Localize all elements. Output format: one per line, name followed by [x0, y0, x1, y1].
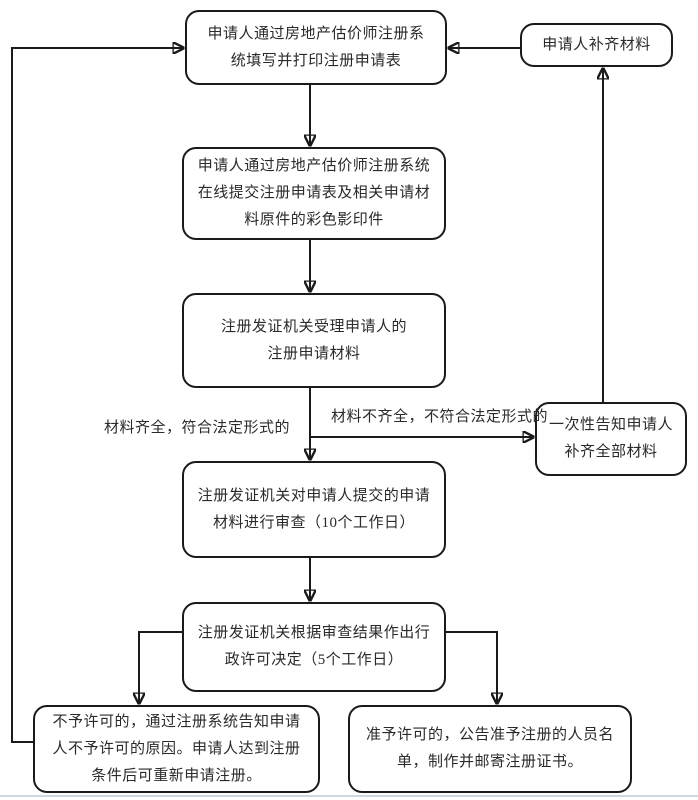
node-licensing-decision: 注册发证机关根据审查结果作出行 政许可决定（5个工作日）	[182, 602, 446, 692]
label-materials-incomplete: 材料不齐全，不符合法定形式的	[331, 409, 549, 425]
label-materials-complete: 材料齐全，符合法定形式的	[104, 420, 291, 436]
page-bottom-edge	[0, 795, 698, 797]
node-authority-accepts-materials: 注册发证机关受理申请人的 注册申请材料	[182, 293, 446, 388]
node-review-materials: 注册发证机关对申请人提交的申请 材料进行审查（10个工作日）	[182, 461, 446, 558]
arrow-not-permitted-feedback-to-fill	[11, 48, 184, 743]
node-not-permitted: 不予许可的，通过注册系统告知申请 人不予许可的原因。申请人达到注册 条件后可重新…	[33, 705, 320, 793]
node-submit-online: 申请人通过房地产估价师注册系统 在线提交注册申请表及相关申请材 料原件的彩色影印…	[182, 147, 446, 240]
node-one-time-notice: 一次性告知申请人 补齐全部材料	[535, 402, 687, 476]
node-applicant-supplements-materials: 申请人补齐材料	[520, 23, 673, 67]
arrow-decision-to-not-permitted	[139, 631, 182, 704]
node-permitted: 准予许可的，公告准予注册的人员名 单，制作并邮寄注册证书。	[348, 705, 632, 793]
arrow-decision-to-permitted	[446, 631, 497, 704]
node-fill-print-form: 申请人通过房地产估价师注册系 统填写并打印注册申请表	[185, 10, 447, 85]
